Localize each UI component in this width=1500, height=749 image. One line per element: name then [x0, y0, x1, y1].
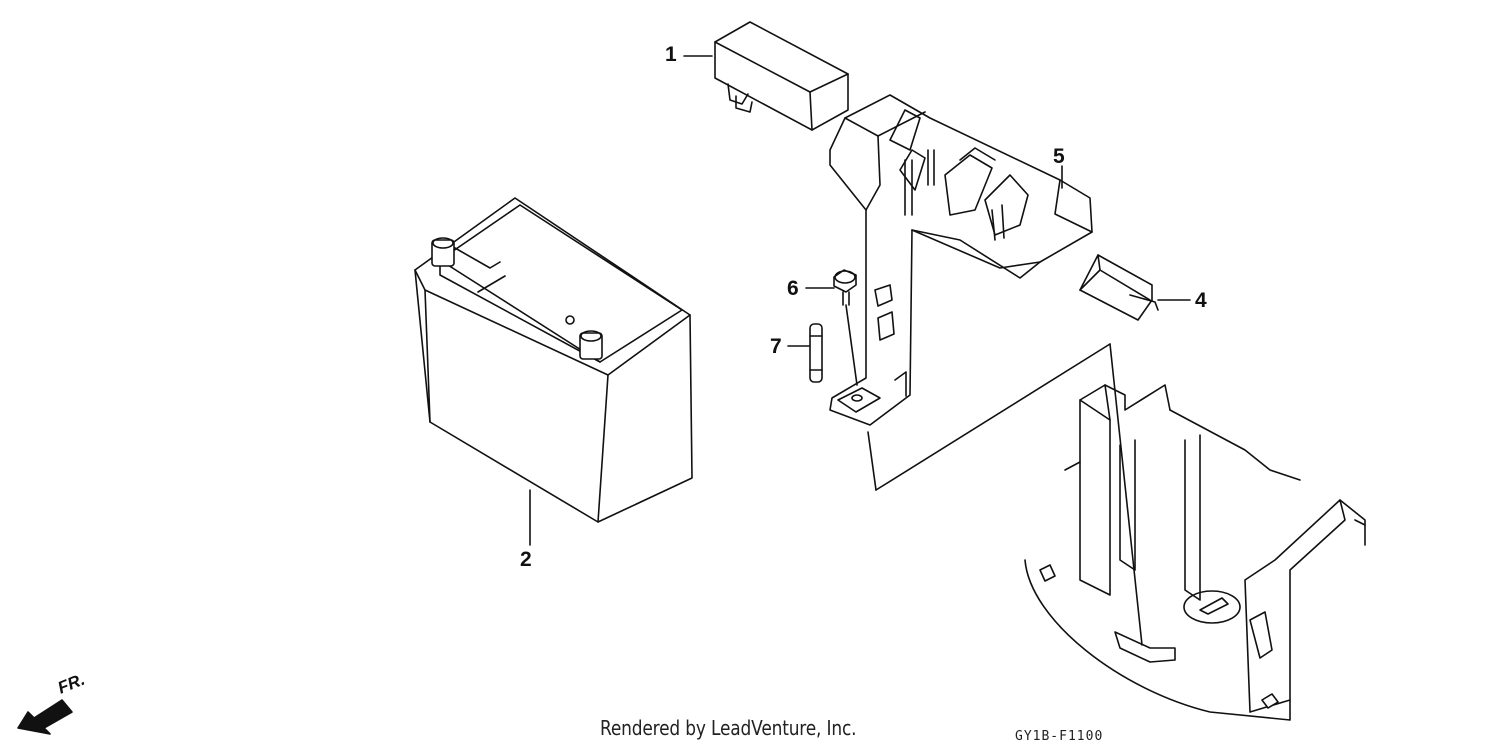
- part-4-relay[interactable]: [1079, 254, 1159, 321]
- battery-tray-inset: [1024, 384, 1366, 721]
- callout-2: 2: [520, 548, 532, 571]
- inset-ref-line: [867, 431, 877, 491]
- callout-4: 4: [1195, 289, 1207, 312]
- callout-1: 1: [665, 43, 677, 66]
- inset-ref-line: [875, 343, 1111, 491]
- render-credit: Rendered by LeadVenture, Inc.: [600, 716, 857, 740]
- callout-7: 7: [770, 335, 782, 358]
- callout-6: 6: [787, 277, 799, 300]
- leader-6b: [845, 304, 858, 386]
- diagram-code: GY1B-F1100: [1015, 729, 1104, 744]
- part-7-fuse[interactable]: [809, 323, 823, 383]
- part-1-cover[interactable]: [714, 21, 849, 131]
- part-2-battery[interactable]: [414, 197, 693, 523]
- front-arrow-icon: [17, 699, 73, 735]
- part-5-battery-bracket[interactable]: [829, 94, 1093, 426]
- inset-ref-line: [1109, 343, 1143, 646]
- callout-5: 5: [1053, 145, 1065, 168]
- part-6-bolt[interactable]: [833, 269, 857, 306]
